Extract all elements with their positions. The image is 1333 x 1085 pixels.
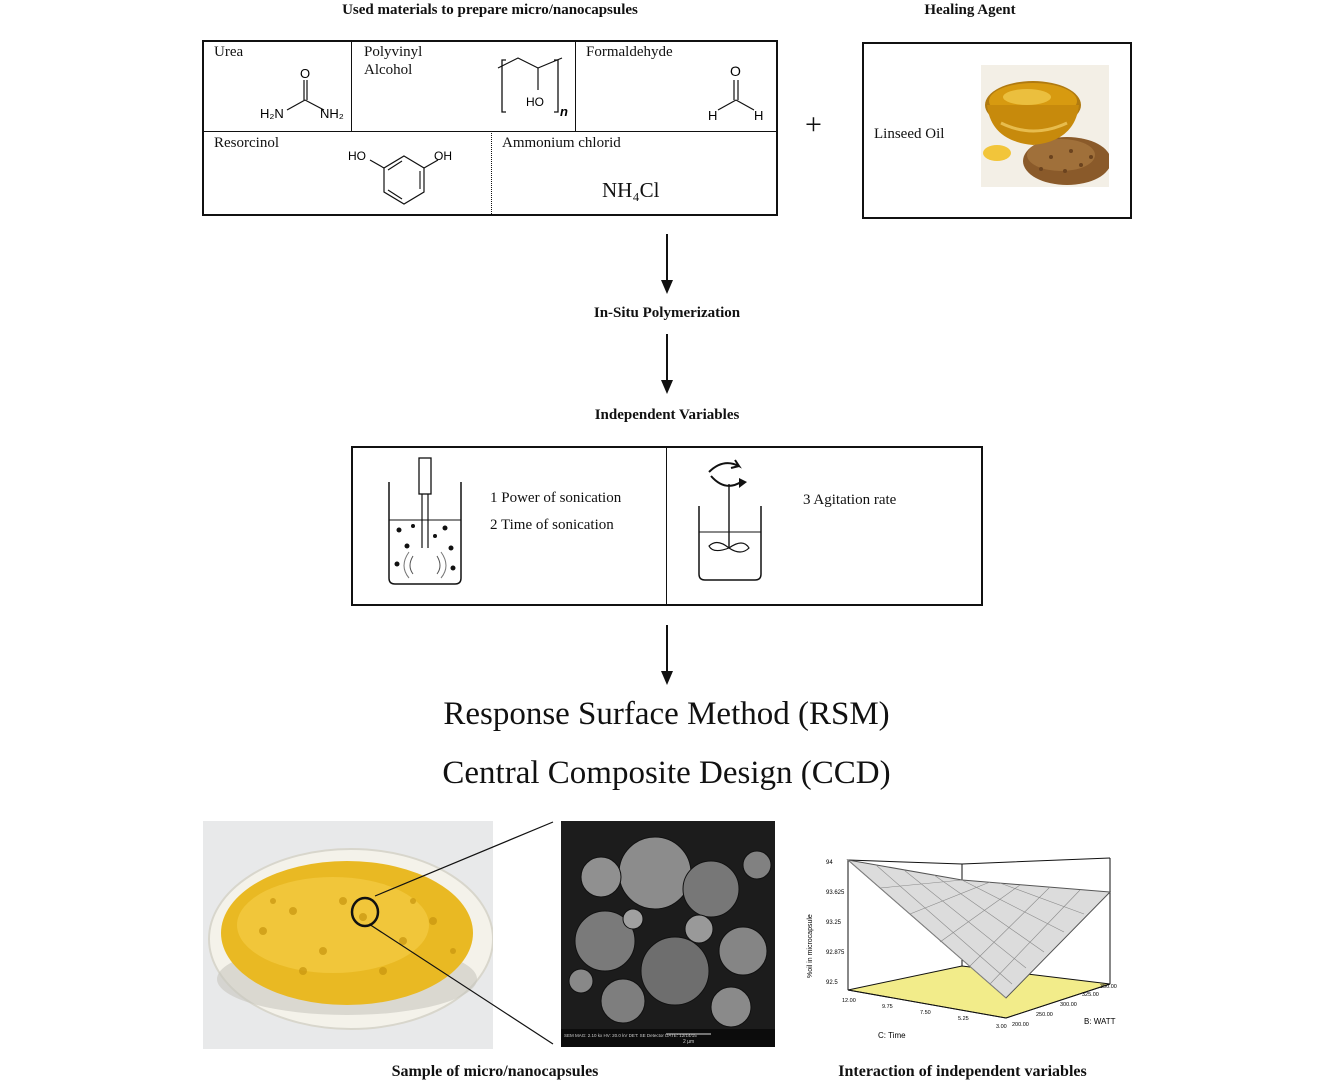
surface-plot: 94 93.625 93.25 92.875 92.5 %oil in micr… bbox=[807, 857, 1117, 1040]
ammonium-formula: NH₄Cl bbox=[602, 178, 660, 202]
caption-sample: Sample of micro/nanocapsules bbox=[391, 1063, 599, 1080]
capsule-sample-photo bbox=[203, 821, 493, 1049]
urea-h2n: H₂N bbox=[260, 106, 284, 121]
xt-4: 3.00 bbox=[996, 1024, 1007, 1030]
divider-1 bbox=[351, 42, 352, 131]
arrow-down-2 bbox=[661, 334, 673, 394]
caption-interaction: Interaction of independent variables bbox=[838, 1063, 1087, 1080]
arrow-down-3 bbox=[661, 625, 673, 685]
variables-box: 1 Power of sonication 2 Time of sonicati… bbox=[351, 446, 983, 606]
healing-agent-box: Linseed Oil bbox=[862, 42, 1132, 219]
variable-power: 1 Power of sonication bbox=[490, 490, 622, 506]
yt-4: 350.00 bbox=[1100, 984, 1117, 990]
pva-label-2: Alcohol bbox=[364, 62, 413, 78]
xt-2: 7.50 bbox=[920, 1010, 931, 1016]
agitation-beaker-icon bbox=[698, 459, 762, 581]
formaldehyde-label: Formaldehyde bbox=[586, 44, 673, 60]
pva-structure: HO n bbox=[497, 57, 568, 119]
yt-3: 325.00 bbox=[1082, 992, 1099, 998]
arrow-down-1 bbox=[661, 234, 673, 294]
resorcinol-structure: HO OH bbox=[348, 149, 452, 205]
row-divider bbox=[204, 131, 776, 132]
yt-2: 300.00 bbox=[1060, 1002, 1077, 1008]
ammonium-label: Ammonium chlorid bbox=[502, 135, 621, 151]
formaldehyde-h1: H bbox=[708, 108, 717, 123]
variable-time: 2 Time of sonication bbox=[490, 517, 614, 533]
linseed-oil-image bbox=[981, 65, 1109, 187]
yt-0: 200.00 bbox=[1012, 1022, 1029, 1028]
zoom-circle bbox=[350, 896, 380, 928]
divider-2 bbox=[575, 42, 576, 131]
linseed-oil-label: Linseed Oil bbox=[874, 126, 945, 142]
xt-3: 5.25 bbox=[958, 1016, 969, 1022]
materials-header: Used materials to prepare micro/nanocaps… bbox=[342, 2, 638, 18]
resorcinol-label: Resorcinol bbox=[214, 135, 279, 151]
variables-divider bbox=[666, 448, 667, 604]
step-independent-variables: Independent Variables bbox=[594, 407, 740, 423]
x-label: C: Time bbox=[878, 1031, 906, 1040]
ccd-title: Central Composite Design (CCD) bbox=[442, 755, 891, 791]
zt-3: 92.875 bbox=[826, 950, 845, 956]
resorcinol-ho: HO bbox=[348, 149, 366, 163]
variable-agitation: 3 Agitation rate bbox=[803, 492, 897, 508]
urea-o: O bbox=[300, 66, 310, 81]
divider-3 bbox=[491, 131, 492, 214]
formaldehyde-structure: O H H bbox=[708, 63, 763, 123]
formaldehyde-o: O bbox=[730, 63, 741, 79]
xt-0: 12.00 bbox=[842, 998, 856, 1004]
pva-label-1: Polyvinyl bbox=[364, 44, 423, 60]
sem-info: SEM MAG: 2.10 kx HV: 20.0 kV DET: SE Det… bbox=[564, 1033, 697, 1038]
urea-nh2: NH₂ bbox=[320, 106, 344, 121]
sem-micrograph: SEM MAG: 2.10 kx HV: 20.0 kV DET: SE Det… bbox=[561, 821, 775, 1047]
sem-scale: 2 µm bbox=[683, 1039, 694, 1045]
step-polymerization: In-Situ Polymerization bbox=[593, 305, 741, 321]
zt-0: 94 bbox=[826, 860, 833, 866]
zoom-lines bbox=[368, 821, 554, 1045]
healing-agent-header: Healing Agent bbox=[924, 2, 1016, 18]
pva-ho: HO bbox=[526, 95, 544, 109]
resorcinol-oh: OH bbox=[434, 149, 452, 163]
zt-2: 93.25 bbox=[826, 920, 842, 926]
y-label: B: WATT bbox=[1084, 1017, 1116, 1026]
urea-label: Urea bbox=[214, 44, 244, 60]
zt-1: 93.625 bbox=[826, 890, 845, 896]
formaldehyde-h2: H bbox=[754, 108, 763, 123]
xt-1: 9.75 bbox=[882, 1004, 893, 1010]
sonication-beaker-icon bbox=[388, 457, 462, 585]
pva-n: n bbox=[560, 104, 568, 119]
zt-4: 92.5 bbox=[826, 980, 838, 986]
urea-structure: O H₂N NH₂ bbox=[260, 66, 344, 121]
z-label: %oil in microcapsule bbox=[807, 914, 814, 978]
yt-1: 250.00 bbox=[1036, 1012, 1053, 1018]
plus-sign: + bbox=[805, 108, 822, 141]
rsm-title: Response Surface Method (RSM) bbox=[443, 696, 890, 732]
materials-box: Urea O H₂N NH₂ Polyvinyl Alcohol HO n Fo… bbox=[202, 40, 778, 216]
